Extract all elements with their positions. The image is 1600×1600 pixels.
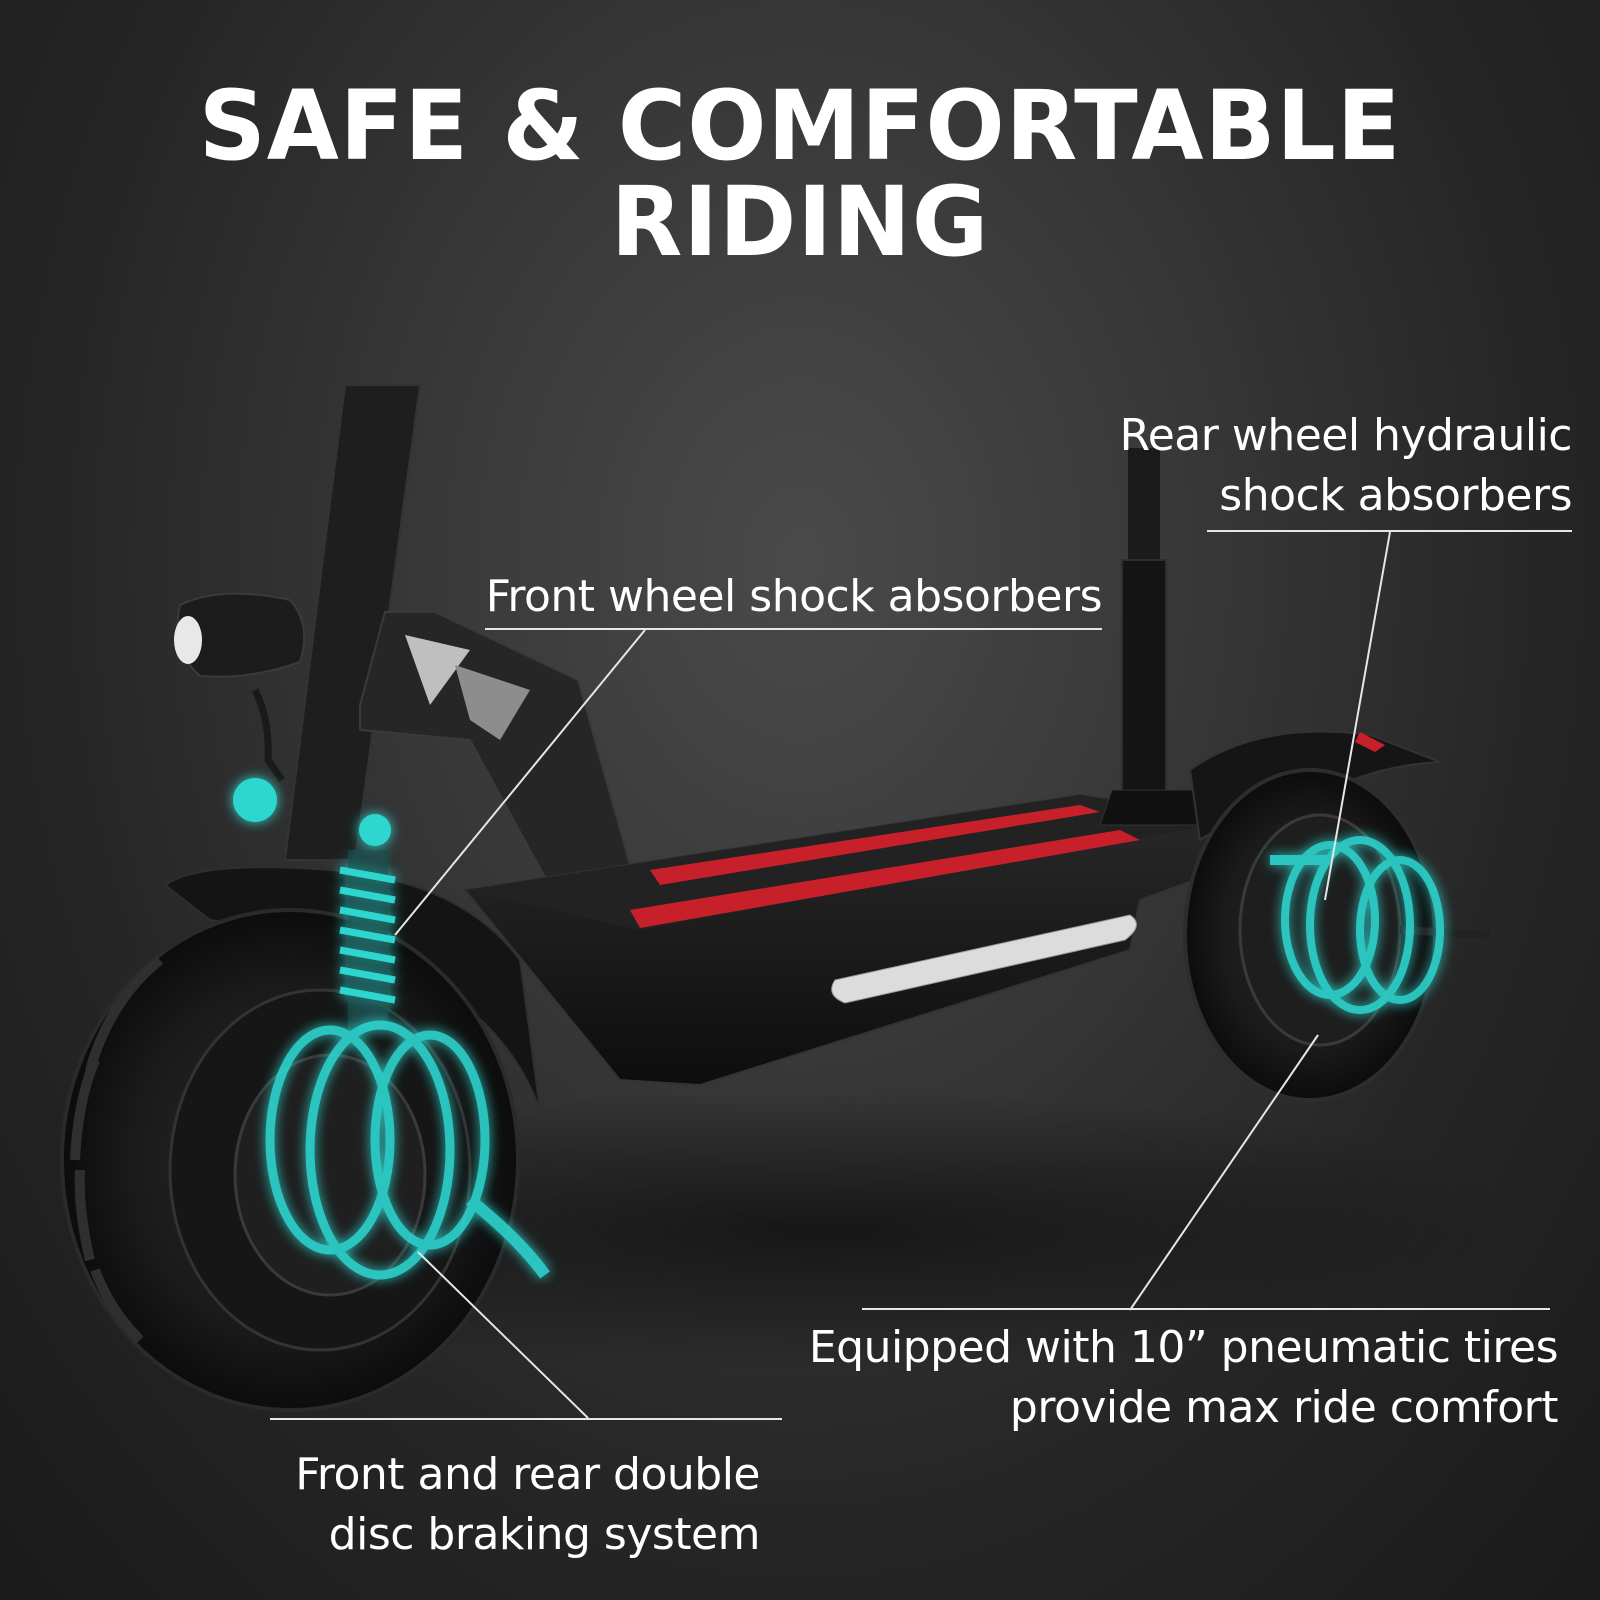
- rule-front-shock: [485, 628, 1102, 630]
- callout-front-shock: Front wheel shock absorbers: [470, 567, 1103, 627]
- callout-tires: Equipped with 10” pneumatic tires provid…: [700, 1318, 1559, 1438]
- callout-front-shock-line1: Front wheel shock absorbers: [485, 571, 1103, 622]
- seat-post: [1099, 448, 1216, 826]
- rule-rear-shock: [1207, 530, 1572, 532]
- side-reflector: [831, 914, 1137, 1004]
- deck-stripe: [630, 830, 1140, 928]
- leader-lines: [394, 531, 1391, 1419]
- deck-stripe: [650, 805, 1100, 885]
- callout-brakes-line1: Front and rear double: [295, 1449, 760, 1500]
- leader-line-brakes: [417, 1251, 589, 1419]
- leader-line-rear-shock: [1324, 531, 1391, 901]
- rear-light: [1355, 732, 1385, 752]
- rear-shock-glow: [1270, 836, 1444, 1014]
- callout-tires-line1: Equipped with 10” pneumatic tires: [808, 1322, 1559, 1373]
- callout-brakes-line2: disc braking system: [328, 1509, 761, 1560]
- front-brake-glow: [265, 1020, 550, 1280]
- rear-wheel: [1183, 768, 1491, 1102]
- callout-rear-shock-line2: shock absorbers: [1219, 470, 1572, 521]
- rule-tires: [862, 1308, 1550, 1310]
- callout-rear-shock-line1: Rear wheel hydraulic: [1119, 410, 1573, 461]
- callout-brakes: Front and rear double disc braking syste…: [220, 1445, 760, 1565]
- headline: SAFE & COMFORTABLE RIDING: [198, 70, 1402, 278]
- headlight: [174, 592, 306, 783]
- callout-tires-line2: provide max ride comfort: [1009, 1382, 1559, 1433]
- leader-line-front-shock: [394, 629, 646, 936]
- front-fender-bracket: [359, 611, 642, 907]
- leader-line-tires: [1129, 1034, 1319, 1311]
- rule-brakes: [270, 1418, 782, 1420]
- deck: [463, 793, 1252, 1087]
- front-shock-spring: [233, 778, 396, 1030]
- callout-rear-shock: Rear wheel hydraulic shock absorbers: [1012, 406, 1573, 526]
